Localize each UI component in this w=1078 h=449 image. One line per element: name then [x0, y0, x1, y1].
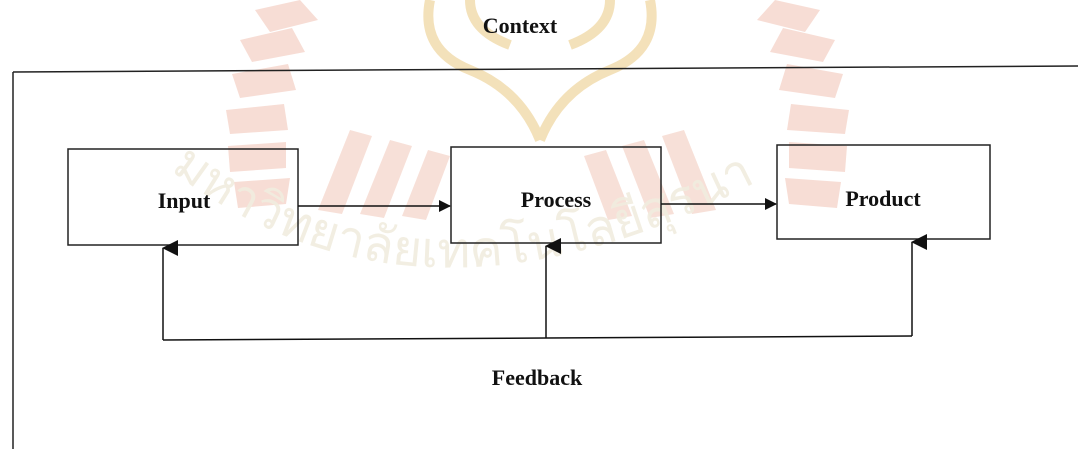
product-box: [776, 144, 991, 240]
feedback-loop: [162, 234, 927, 341]
process-label: Process: [520, 187, 592, 212]
feedback-label: Feedback: [491, 365, 583, 390]
context-label: Context: [482, 13, 558, 38]
input-box: [67, 148, 299, 246]
context-frame: [12, 65, 1078, 449]
product-label: Product: [845, 186, 921, 211]
input-label: Input: [157, 188, 211, 213]
